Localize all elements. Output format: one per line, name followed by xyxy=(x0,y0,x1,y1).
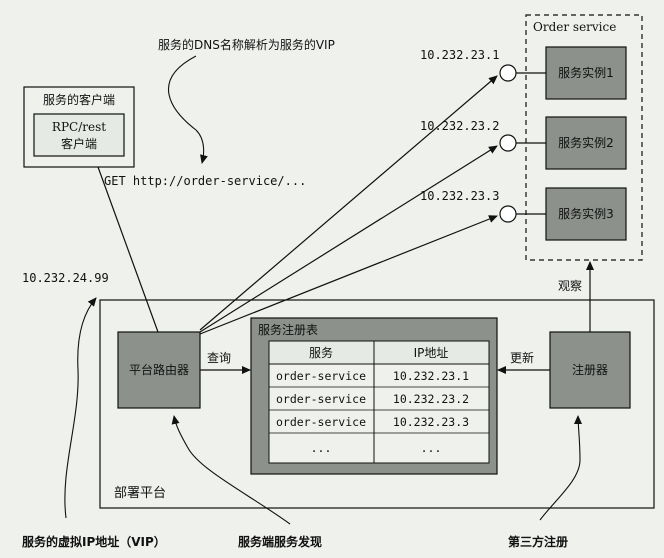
endpoint-2-ip: 10.232.23.2 xyxy=(420,119,499,133)
registry-header-service: 服务 xyxy=(309,345,333,360)
registry-row3-ip: 10.232.23.3 xyxy=(393,415,469,429)
observe-label: 观察 xyxy=(558,279,582,293)
registry-row1-service: order-service xyxy=(276,369,366,383)
service-instance-2-label: 服务实例2 xyxy=(558,135,614,150)
bottom-discovery-caption: 服务端服务发现 xyxy=(238,534,322,549)
vip-address-label: 10.232.24.99 xyxy=(22,271,109,285)
registrar-box xyxy=(549,331,631,409)
update-label: 更新 xyxy=(510,350,534,365)
get-request-label: GET http://order-service/... xyxy=(104,174,306,188)
order-service-box xyxy=(525,14,643,261)
registry-row1-ip: 10.232.23.1 xyxy=(393,369,469,383)
router-to-instance-2-arrow xyxy=(199,145,498,333)
service-instance-1-label: 服务实例1 xyxy=(558,65,614,80)
dns-note: 服务的DNS名称解析为服务的VIP xyxy=(158,37,335,52)
endpoint-1-ip: 10.232.23.1 xyxy=(420,48,499,62)
dns-curly-arrow xyxy=(167,55,208,164)
deploy-platform-label: 部署平台 xyxy=(114,486,166,501)
deploy-platform-box xyxy=(99,299,655,509)
registry-header-ip: IP地址 xyxy=(414,346,449,360)
third-party-curly-arrow xyxy=(539,415,583,521)
registry-title: 服务注册表 xyxy=(258,322,318,337)
router-to-instance-3-arrow xyxy=(199,215,498,335)
client-inner-line2: 客户端 xyxy=(61,136,97,151)
vip-curly-arrow xyxy=(64,297,97,519)
endpoint-1-circle xyxy=(499,64,517,82)
service-instance-1 xyxy=(545,46,627,100)
client-inner-box xyxy=(33,113,125,157)
service-instance-2 xyxy=(545,116,627,170)
registry-row3-service: order-service xyxy=(276,415,366,429)
router-to-instance-1-arrow xyxy=(199,75,498,331)
registry-row4-service: ... xyxy=(311,441,332,455)
endpoint-3-circle xyxy=(499,205,517,223)
client-to-router-line xyxy=(97,166,159,333)
registrar-label: 注册器 xyxy=(572,362,608,377)
bottom-third-party-caption: 第三方注册 xyxy=(508,534,568,549)
query-label: 查询 xyxy=(207,351,231,365)
registry-row4-ip: ... xyxy=(421,441,442,455)
registry-row2-ip: 10.232.23.2 xyxy=(393,392,469,406)
router-box xyxy=(117,331,201,409)
service-instance-3-label: 服务实例3 xyxy=(558,206,614,221)
client-inner-line1: RPC/rest xyxy=(52,120,106,134)
endpoint-3-ip: 10.232.23.3 xyxy=(420,189,499,203)
order-service-title: Order service xyxy=(533,20,616,34)
router-label: 平台路由器 xyxy=(129,362,189,377)
endpoint-2-circle xyxy=(499,134,517,152)
discovery-curly-arrow xyxy=(171,415,291,525)
bottom-vip-caption: 服务的虚拟IP地址（VIP） xyxy=(22,534,166,549)
client-box-title: 服务的客户端 xyxy=(43,92,115,107)
registry-row2-service: order-service xyxy=(276,392,366,406)
registry-header-row xyxy=(268,340,490,365)
